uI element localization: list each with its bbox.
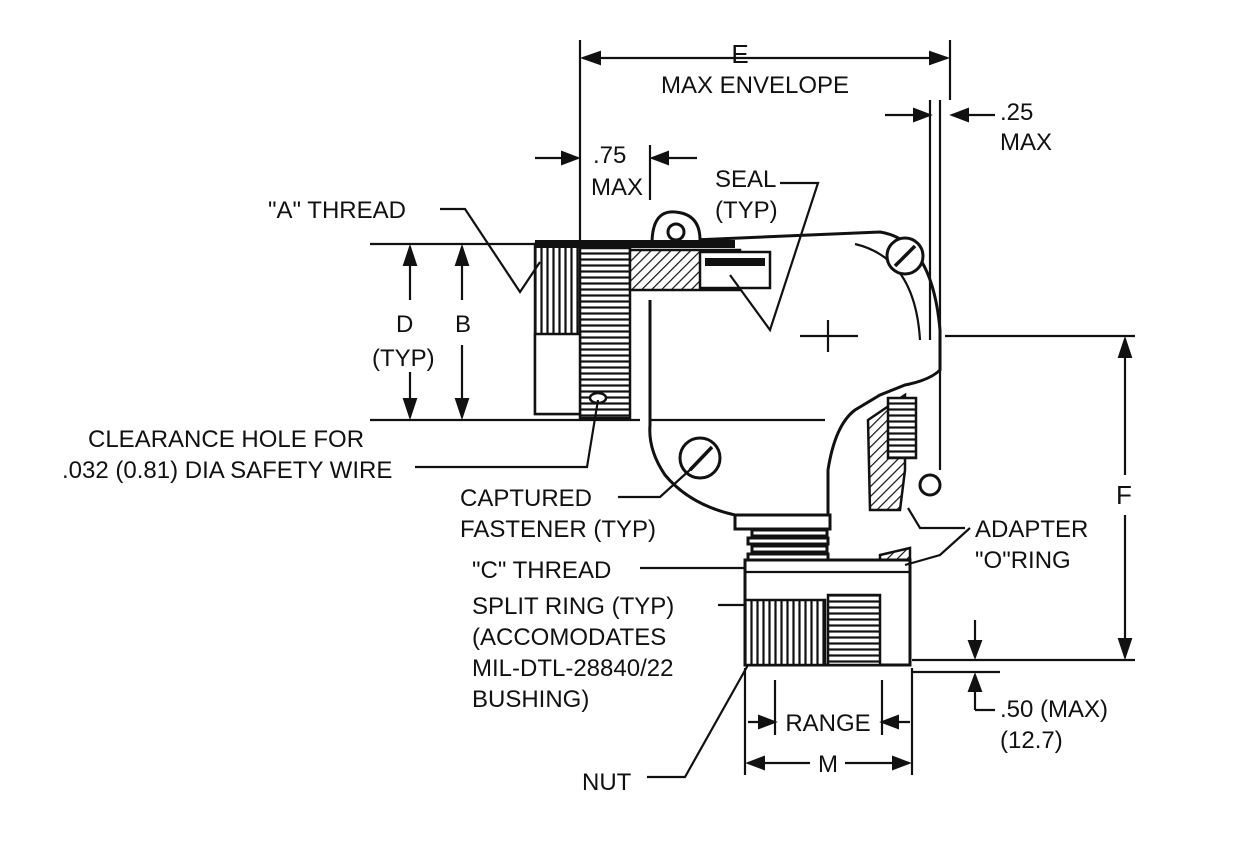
a-thread-label: "A" THREAD	[268, 197, 406, 224]
split-ring-label-line4: BUSHING)	[472, 686, 589, 713]
split-ring-label-line1: SPLIT RING (TYP)	[472, 593, 674, 620]
e-dimension-label: E	[731, 39, 748, 69]
nut-label: NUT	[582, 769, 632, 796]
adapter-label: ADAPTER	[975, 516, 1088, 543]
m-dimension-label: M	[818, 751, 838, 778]
nut-assembly	[743, 528, 912, 667]
seal-typ-label: (TYP)	[715, 197, 778, 224]
range-label: RANGE	[785, 710, 870, 737]
split-ring-label-line3: MIL-DTL-28840/22	[472, 655, 673, 682]
labels: E MAX ENVELOPE .25 MAX .75 MAX SEAL (TYP…	[62, 39, 1132, 796]
dim-25-max-label: MAX	[1000, 129, 1052, 156]
dim-75-max-label: MAX	[591, 174, 643, 201]
clearance-hole-label-line1: CLEARANCE HOLE FOR	[88, 426, 364, 453]
dimension-lines	[370, 40, 1135, 775]
dim-50-mm-label: (12.7)	[1000, 727, 1063, 754]
split-ring-label-line2: (ACCOMODATES	[472, 624, 666, 651]
b-dimension-label: B	[455, 311, 471, 338]
elbow-body	[599, 210, 942, 531]
leader-lines	[415, 181, 971, 779]
dim-25-label: .25	[1000, 99, 1033, 126]
captured-fastener-label-line1: CAPTURED	[460, 485, 592, 512]
c-thread-label: "C" THREAD	[472, 557, 611, 584]
coupling-thread-section	[533, 240, 772, 420]
captured-fastener-label-line2: FASTENER (TYP)	[460, 516, 656, 543]
c-thread-stack	[746, 528, 830, 562]
d-typ-label: (TYP)	[372, 345, 435, 372]
dim-75-label: .75	[593, 142, 626, 169]
dim-50-label: .50 (MAX)	[1000, 696, 1108, 723]
seal-label: SEAL	[715, 166, 776, 193]
d-dimension-label: D	[396, 311, 413, 338]
oring-label: "O"RING	[975, 547, 1071, 574]
clearance-hole-label-line2: .032 (0.81) DIA SAFETY WIRE	[62, 457, 392, 484]
e-max-envelope-label: MAX ENVELOPE	[661, 72, 849, 99]
f-dimension-label: F	[1116, 480, 1132, 510]
